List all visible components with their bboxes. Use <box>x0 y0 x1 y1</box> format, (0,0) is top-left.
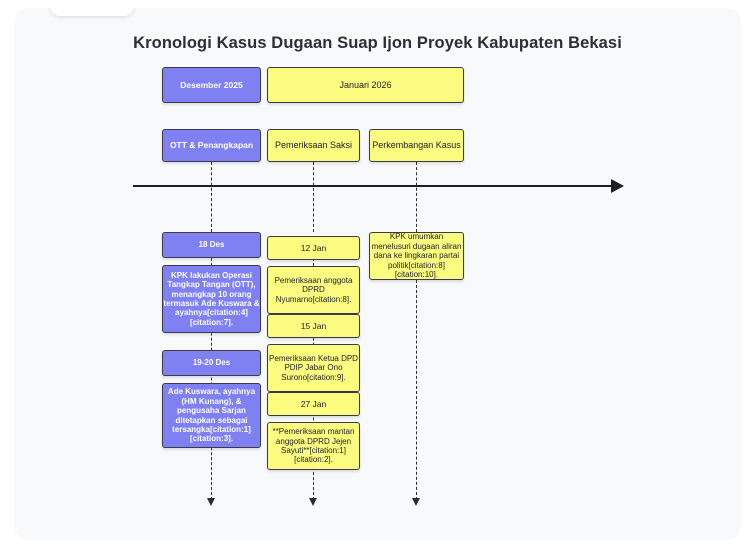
band-label: Januari 2026 <box>339 79 392 90</box>
detail-box-12-jan: Pemeriksaan anggota DPRD Nyumarno[citati… <box>267 266 360 314</box>
detail-text: **Pemeriksaan mantan anggota DPRD Jejen … <box>272 427 355 465</box>
date-chip-label: 27 Jan <box>300 398 327 409</box>
band-desember-2025: Desember 2025 <box>162 67 261 103</box>
page-title: Kronologi Kasus Dugaan Suap Ijon Proyek … <box>133 34 622 52</box>
category-perkembangan-kasus: Perkembangan Kasus <box>369 129 464 162</box>
band-januari-2026: Januari 2026 <box>267 67 464 103</box>
date-chip-label: 15 Jan <box>300 320 327 331</box>
date-chip-label: 18 Des <box>198 240 225 250</box>
detail-text: Pemeriksaan anggota DPRD Nyumarno[citati… <box>274 275 353 304</box>
detail-box-27-jan: **Pemeriksaan mantan anggota DPRD Jejen … <box>267 422 360 470</box>
date-chip-12-jan: 12 Jan <box>267 236 360 260</box>
connector-col2-upper <box>313 162 314 232</box>
detail-box-perkembangan-kasus: KPK umumkan menelusuri dugaan aliran dan… <box>369 232 464 280</box>
category-label: Pemeriksaan Saksi <box>274 140 353 151</box>
timeline-axis <box>133 185 613 187</box>
band-label: Desember 2025 <box>180 79 243 90</box>
category-label: OTT & Penangkapan <box>169 140 254 151</box>
detail-text: KPK lakukan Operasi Tangkap Tangan (OTT)… <box>163 270 260 327</box>
detail-text: KPK umumkan menelusuri dugaan aliran dan… <box>371 232 462 280</box>
date-chip-19-20-des: 19-20 Des <box>162 350 261 376</box>
category-pemeriksaan-saksi: Pemeriksaan Saksi <box>267 129 360 162</box>
detail-text: Ade Kuswara, ayahnya (HM Kunang), & peng… <box>167 387 256 444</box>
timeline-canvas: Kronologi Kasus Dugaan Suap Ijon Proyek … <box>14 8 741 540</box>
connector-col3-arrowhead <box>412 498 420 506</box>
date-chip-27-jan: 27 Jan <box>267 392 360 416</box>
detail-box-19-20-des: Ade Kuswara, ayahnya (HM Kunang), & peng… <box>162 383 261 448</box>
top-left-chrome-chip <box>50 8 134 16</box>
date-chip-15-jan: 15 Jan <box>267 314 360 338</box>
date-chip-label: 12 Jan <box>300 242 327 253</box>
category-ott-penangkapan: OTT & Penangkapan <box>162 129 261 162</box>
connector-col3-lower <box>416 280 417 500</box>
category-label: Perkembangan Kasus <box>372 140 461 151</box>
connector-col1-lower <box>211 258 212 500</box>
detail-box-18-des: KPK lakukan Operasi Tangkap Tangan (OTT)… <box>162 265 261 333</box>
date-chip-label: 19-20 Des <box>192 358 231 368</box>
detail-text: Pemeriksaan Ketua DPD PDIP Jabar Ono Sur… <box>269 353 358 382</box>
detail-box-15-jan: Pemeriksaan Ketua DPD PDIP Jabar Ono Sur… <box>267 344 360 392</box>
connector-col1-arrowhead <box>207 498 215 506</box>
connector-col1-upper <box>211 162 212 232</box>
connector-col3-upper <box>416 162 417 232</box>
date-chip-18-des: 18 Des <box>162 232 261 258</box>
connector-col2-arrowhead <box>309 498 317 506</box>
timeline-axis-arrowhead <box>611 179 624 193</box>
